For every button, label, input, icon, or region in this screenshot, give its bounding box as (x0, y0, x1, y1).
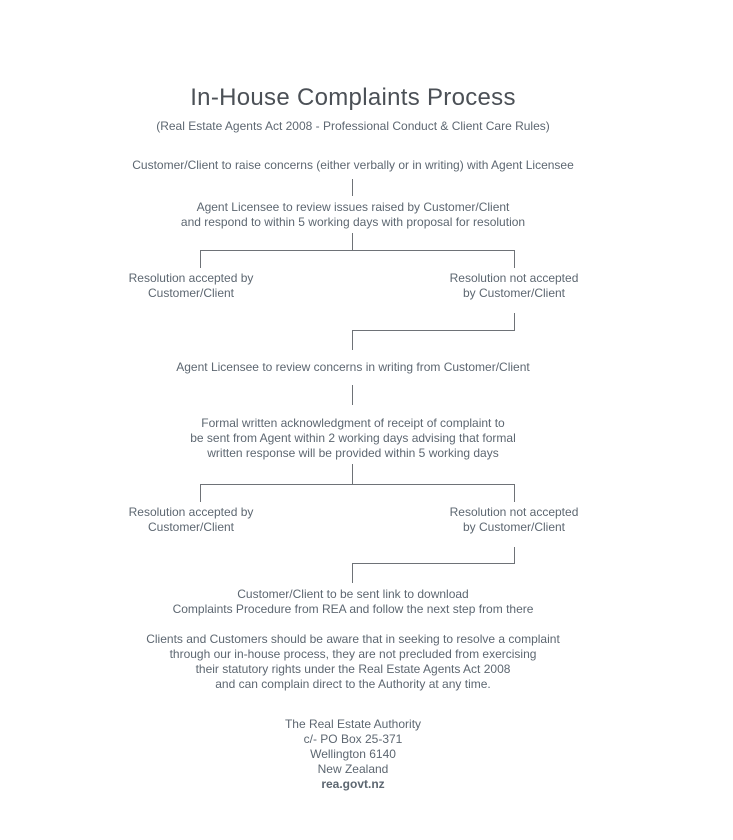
flow-step-raise-concerns: Customer/Client to raise concerns (eithe… (132, 158, 574, 172)
elbow1-left-vertical-line (352, 330, 353, 350)
footer-country: New Zealand (317, 762, 389, 776)
branch2-right-label: Resolution not accepted by Customer/Clie… (449, 505, 579, 534)
elbow1-right-vertical-line (514, 313, 515, 330)
footer-city: Wellington 6140 (310, 747, 396, 761)
branch1-left-drop-line (200, 250, 201, 268)
footer-website: rea.govt.nz (321, 777, 385, 791)
flow-step-review-written-concerns: Agent Licensee to review concerns in wri… (176, 360, 530, 374)
branch2-horizontal-line (200, 484, 515, 485)
elbow2-horizontal-line (352, 563, 515, 564)
branch2-stem-line (352, 464, 353, 484)
branch2-left-drop-line (200, 484, 201, 502)
page-subtitle: (Real Estate Agents Act 2008 - Professio… (156, 119, 550, 133)
branch1-horizontal-line (200, 250, 515, 251)
branch1-right-drop-line (514, 250, 515, 268)
footer-po-box: c/- PO Box 25-371 (303, 732, 403, 746)
branch2-right-drop-line (514, 484, 515, 502)
branch2-left-label: Resolution accepted by Customer/Client (128, 505, 254, 534)
page-title: In-House Complaints Process (190, 84, 516, 111)
branch1-stem-line (352, 233, 353, 250)
connector-step3-step4 (352, 385, 353, 405)
connector-step1-step2 (352, 179, 353, 196)
elbow1-horizontal-line (352, 330, 515, 331)
elbow2-right-vertical-line (514, 547, 515, 563)
footer-org-name: The Real Estate Authority (284, 717, 422, 731)
branch1-right-label: Resolution not accepted by Customer/Clie… (449, 271, 579, 300)
branch1-left-label: Resolution accepted by Customer/Client (128, 271, 254, 300)
elbow2-left-vertical-line (352, 563, 353, 583)
